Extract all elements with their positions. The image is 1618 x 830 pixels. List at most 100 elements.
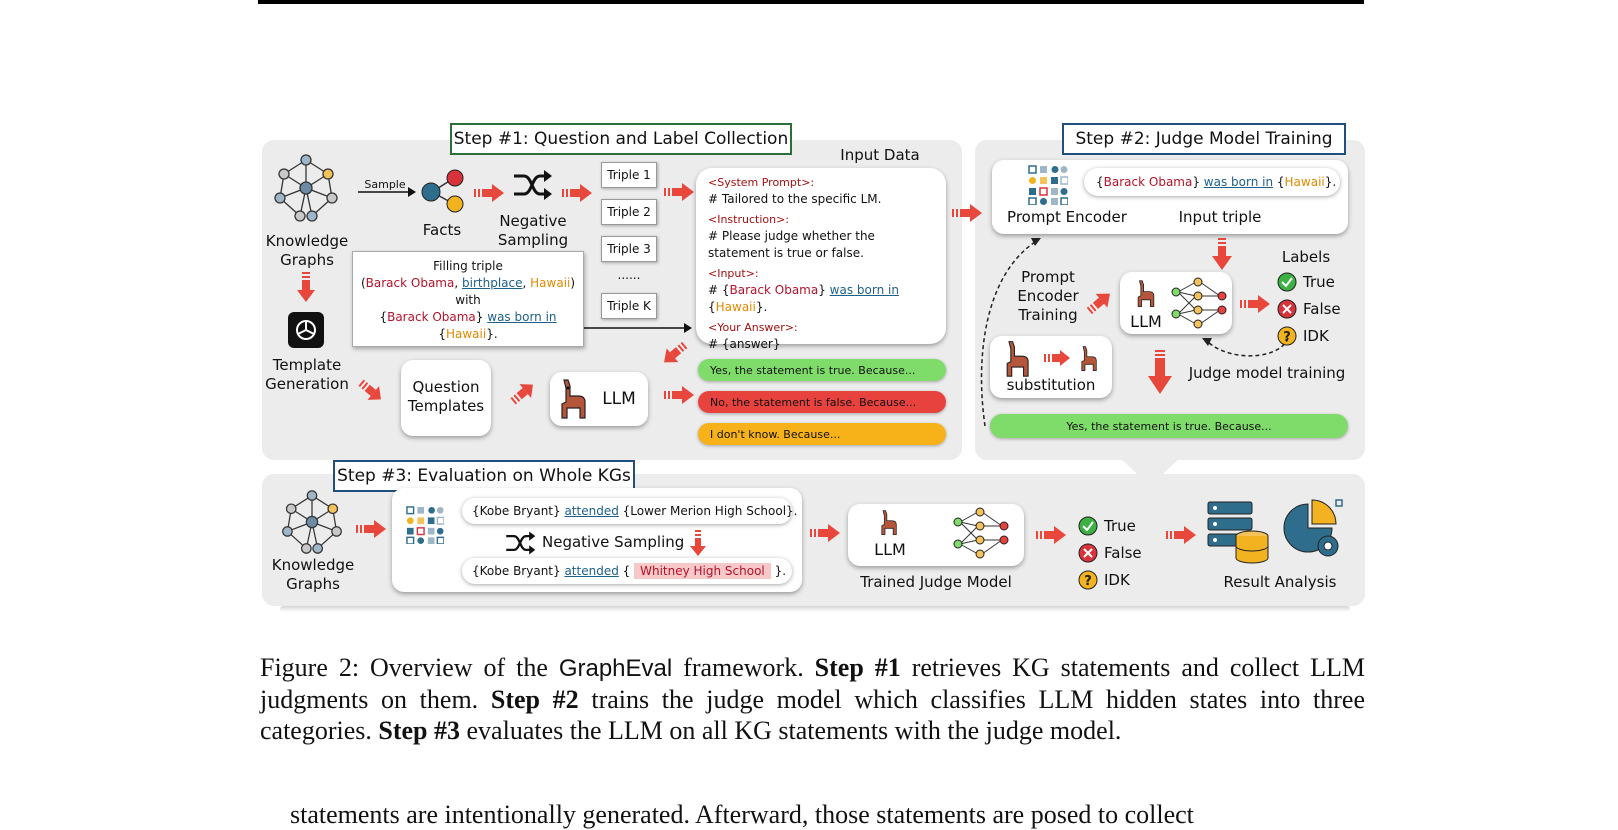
- llama-icon: [881, 510, 897, 536]
- response-idk: I don't know. Because...: [698, 423, 946, 445]
- flow-arrow-icon: [810, 524, 840, 542]
- triple-ellipsis: ......: [617, 268, 641, 282]
- question-icon: ?: [1277, 326, 1297, 346]
- filling-statement: {Barack Obama} was born in {Hawaii}.: [379, 310, 557, 341]
- triple-k: Triple K: [601, 293, 657, 319]
- judge-llm-label: LLM: [1130, 312, 1162, 331]
- input-triple-pill: {Barack Obama} was born in {Hawaii}.: [1084, 168, 1340, 196]
- instruction-text: # Please judge whether the statement is …: [708, 229, 875, 260]
- svg-text:?: ?: [1283, 330, 1291, 345]
- flow-arrow-icon: [356, 520, 386, 538]
- judge-training-label: Judge model training: [1188, 364, 1346, 382]
- flow-arrow-icon: [562, 184, 592, 202]
- answer-tag: <Your Answer>:: [708, 321, 798, 334]
- cross-icon: [1078, 543, 1098, 563]
- input-tag: <Input>:: [708, 267, 759, 280]
- input-data-title: Input Data: [840, 146, 920, 164]
- cross-icon: [1277, 299, 1297, 319]
- down-arrow-icon: [690, 530, 706, 556]
- instruction-tag: <Instruction>:: [708, 213, 790, 226]
- notch-icon: [1120, 458, 1180, 486]
- flow-arrow-icon: [1240, 295, 1270, 313]
- flow-arrow-icon: [664, 183, 694, 201]
- down-arrow-icon: [297, 272, 315, 302]
- filling-triple-box: Filling triple (Barack Obama, birthplace…: [352, 251, 584, 347]
- statement-2-pill: {Kobe Bryant} attended { Whitney High Sc…: [462, 558, 792, 584]
- flow-arrow-icon: [358, 379, 381, 400]
- filling-triple: (Barack Obama, birthplace, Hawaii): [360, 276, 576, 290]
- template-gen-label: Template Generation: [265, 356, 349, 393]
- shuffle-icon: [514, 170, 552, 200]
- check-icon: [1277, 272, 1297, 292]
- input-data-card: <System Prompt>: # Tailored to the speci…: [696, 168, 946, 351]
- llama-large-icon: [1006, 341, 1029, 377]
- knowledge-graph-icon: [274, 154, 338, 222]
- shuffle-icon: [506, 531, 536, 555]
- step3-label-false: False: [1078, 543, 1142, 563]
- triple-1: Triple 1: [601, 162, 657, 188]
- flow-arrow-icon: [664, 341, 688, 363]
- system-prompt-text: # Tailored to the specific LM.: [708, 192, 882, 206]
- connector-arrow-icon: [584, 323, 692, 333]
- sample-label: Sample: [364, 178, 406, 191]
- label-idk: ? IDK: [1277, 326, 1329, 346]
- label-true: True: [1277, 272, 1335, 292]
- answer-text: # {answer}: [708, 337, 781, 351]
- openai-logo-icon: [288, 312, 324, 348]
- response-true: Yes, the statement is true. Because...: [698, 359, 946, 381]
- network-icon: [1171, 277, 1227, 329]
- triple-2: Triple 2: [601, 199, 657, 225]
- svg-text:?: ?: [1084, 574, 1092, 589]
- step3-kg-label: Knowledge Graphs: [271, 556, 355, 593]
- filling-with: with: [455, 293, 481, 307]
- flow-arrow-icon: [1044, 350, 1070, 366]
- facts-label: Facts: [422, 221, 462, 239]
- llama-icon: [1137, 280, 1155, 308]
- response-false: No, the statement is false. Because...: [698, 391, 946, 413]
- prompt-encoder-training-label: Prompt Encoder Training: [1017, 268, 1079, 324]
- prompt-encoder-icon: [1028, 165, 1068, 205]
- question-templates-card: [401, 360, 491, 436]
- result-analysis-label: Result Analysis: [1223, 573, 1337, 591]
- llama-small-icon: [1081, 346, 1097, 372]
- knowledge-graph-icon: [282, 490, 342, 554]
- check-icon: [1078, 516, 1098, 536]
- question-templates-label: Question Templates: [407, 378, 485, 415]
- trained-llm-label: LLM: [874, 540, 906, 559]
- flow-arrow-icon: [952, 204, 982, 222]
- neg-sampling-label: Negative Sampling: [497, 212, 569, 249]
- step3-label-idk: ? IDK: [1078, 570, 1130, 590]
- prompt-encoder-label: Prompt Encoder: [1007, 208, 1127, 226]
- triple-3: Triple 3: [601, 236, 657, 262]
- trained-judge-label: Trained Judge Model: [860, 573, 1012, 591]
- top-rule: [258, 0, 1364, 4]
- panel-bottom-shadow: [280, 606, 1350, 612]
- step3-neg-sampling-label: Negative Sampling: [542, 533, 685, 551]
- step1-title: Step #1: Question and Label Collection: [450, 123, 792, 155]
- dashed-curve-arrow-icon: [1202, 337, 1289, 357]
- question-icon: ?: [1078, 570, 1098, 590]
- step2-response-pill: Yes, the statement is true. Because...: [990, 414, 1348, 438]
- filling-title: Filling triple: [433, 259, 503, 273]
- kg-label: Knowledge Graphs: [265, 232, 349, 269]
- step2-title: Step #2: Judge Model Training: [1062, 123, 1346, 155]
- llm-label: LLM: [602, 389, 636, 409]
- flow-arrow-icon: [474, 184, 504, 202]
- pie-chart-gear-icon: [1283, 499, 1343, 557]
- trained-judge-card: [848, 504, 1024, 566]
- down-arrow-icon: [1148, 350, 1172, 394]
- system-prompt-tag: <System Prompt>:: [708, 176, 815, 189]
- label-false: False: [1277, 299, 1341, 319]
- statement-1-pill: {Kobe Bryant} attended {Lower Merion Hig…: [462, 498, 798, 524]
- input-triple-label: Input triple: [1178, 208, 1262, 226]
- database-icon: [1207, 501, 1269, 564]
- flow-arrow-icon: [1036, 526, 1066, 544]
- flow-arrow-icon: [1166, 526, 1196, 544]
- prompt-encoder-icon: [406, 506, 444, 544]
- down-arrow-icon: [1212, 238, 1232, 270]
- labels-title: Labels: [1281, 248, 1331, 266]
- flow-arrow-icon: [1086, 293, 1110, 315]
- body-text-line: statements are intentionally generated. …: [290, 800, 1194, 829]
- figure-caption: Figure 2: Overview of the GraphEval fram…: [260, 653, 1366, 745]
- substitution-label: substitution: [1006, 376, 1096, 394]
